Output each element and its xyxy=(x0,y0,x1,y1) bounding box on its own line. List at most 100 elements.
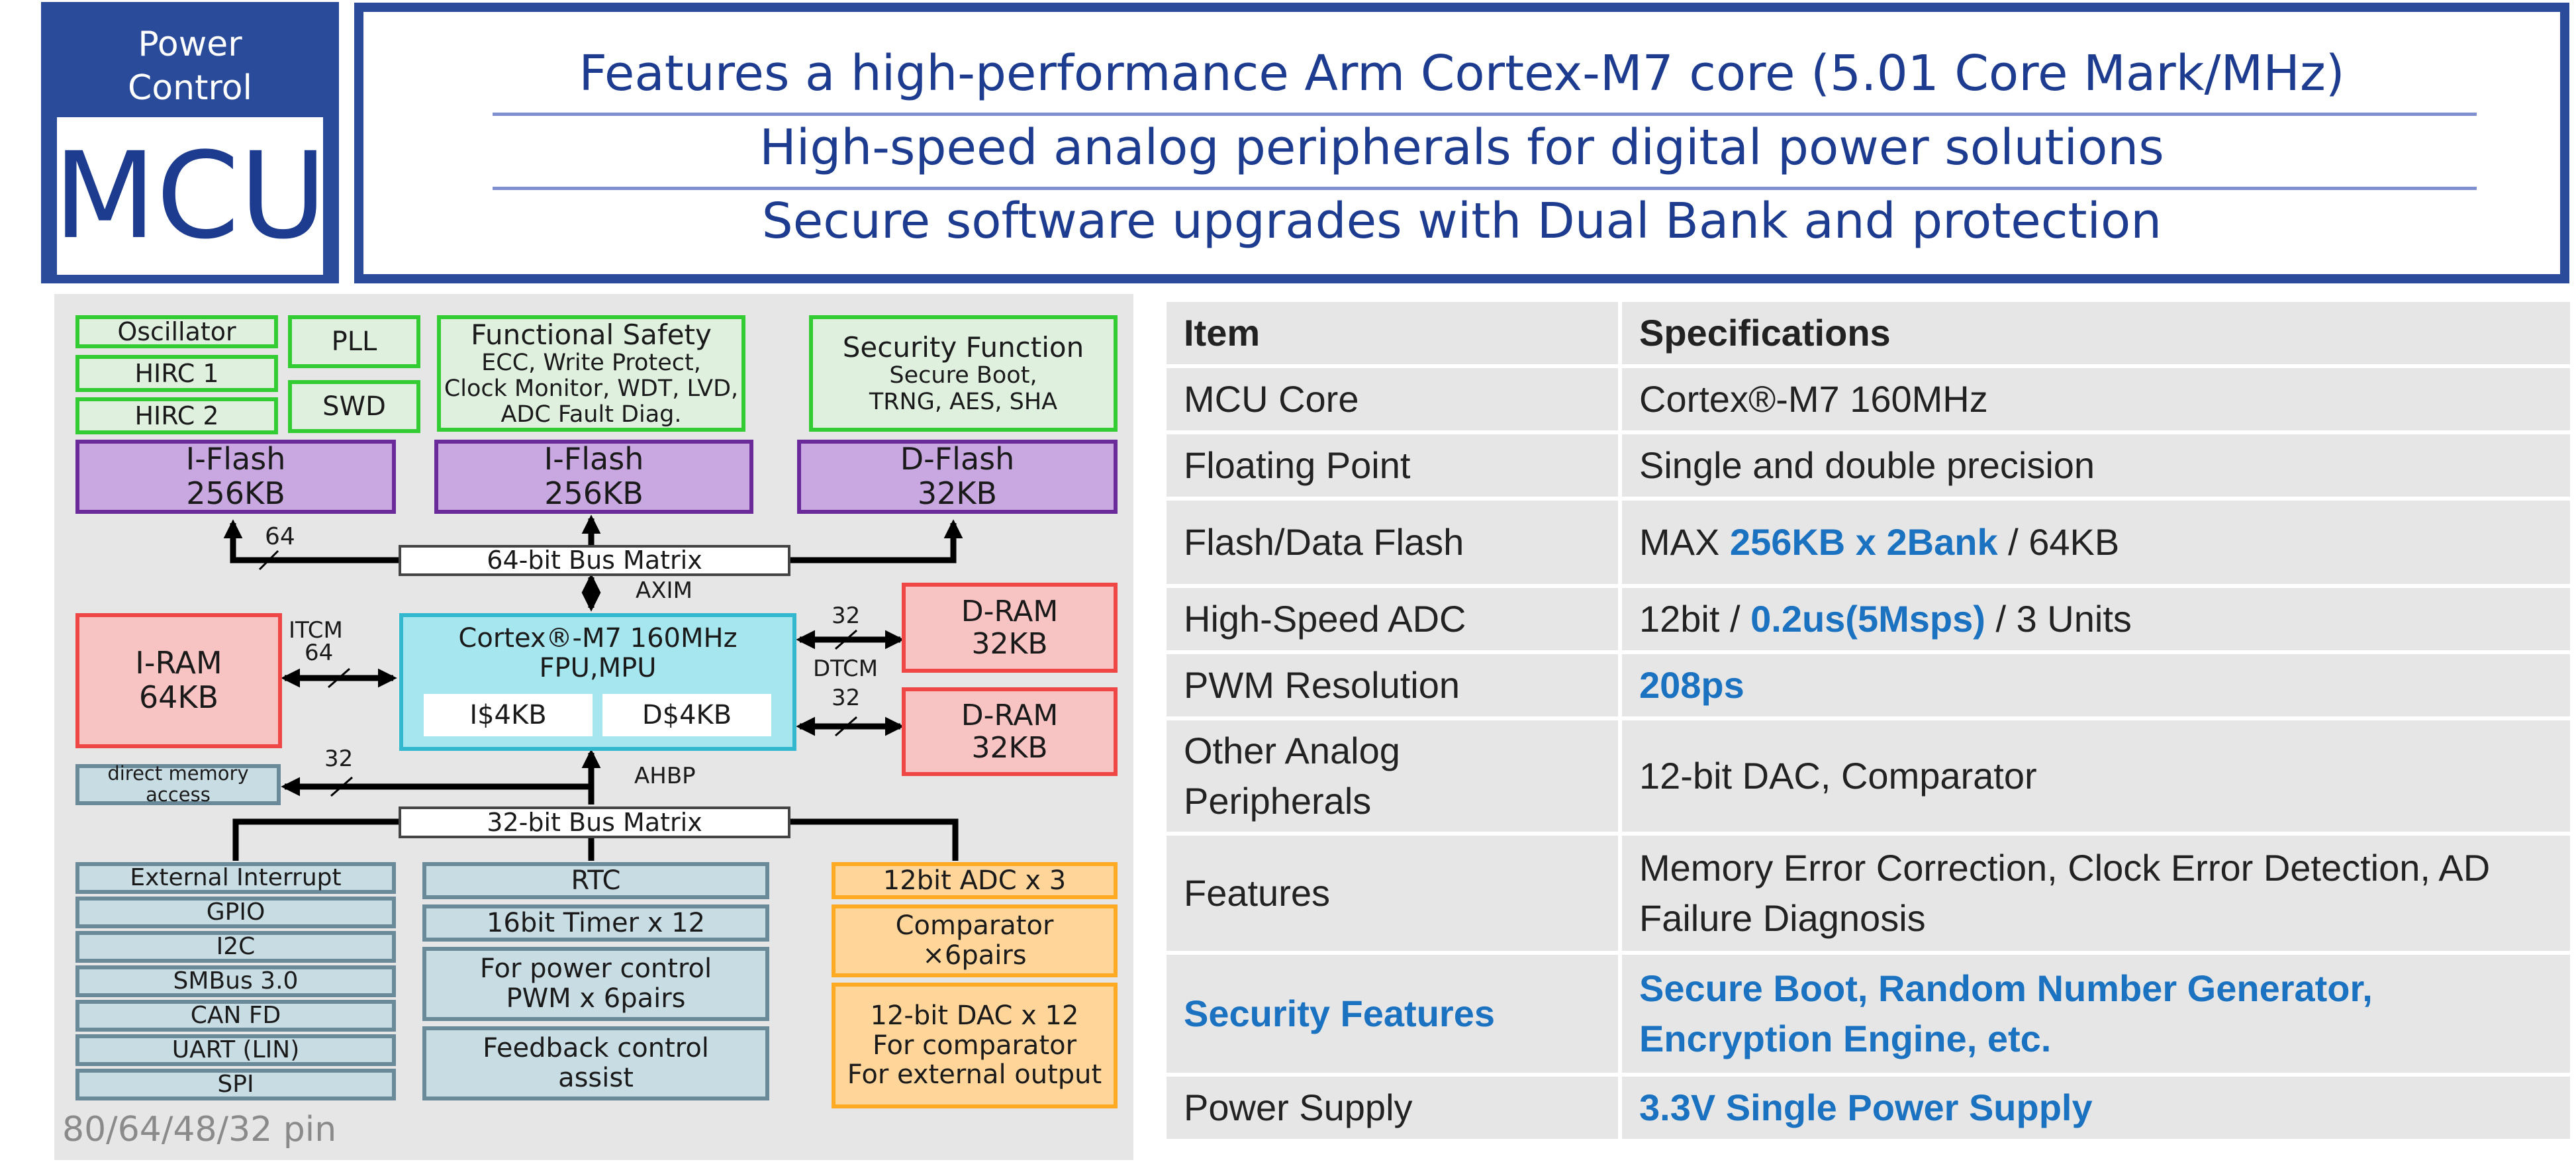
table-row: Power Supply 3.3V Single Power Supply xyxy=(1167,1077,2570,1139)
i-flash-1-label: I-Flash xyxy=(185,441,286,477)
dma-line-1: direct memory xyxy=(107,762,249,785)
i-flash-2-size: 256KB xyxy=(544,475,644,511)
periph-i2c: I2C xyxy=(75,931,396,963)
row-item: Features xyxy=(1184,872,1330,914)
spec-highlight: 0.2us(5Msps) xyxy=(1750,598,1985,640)
label-64-width: 64 xyxy=(265,523,295,550)
row-spec-line-1: Secure Boot, Random Number Generator, xyxy=(1639,967,2373,1010)
spec-part: MAX xyxy=(1639,521,1730,563)
row-item: Flash/Data Flash xyxy=(1184,521,1464,563)
spec-highlight: 256KB x 2Bank xyxy=(1729,521,1998,563)
feature-box: Features a high-performance Arm Cortex-M… xyxy=(354,3,2569,283)
security-function-line-2: TRNG, AES, SHA xyxy=(869,388,1058,415)
i-ram-label: I-RAM xyxy=(135,645,222,681)
i-flash-2-label: I-Flash xyxy=(544,441,644,477)
table-row: Floating Point Single and double precisi… xyxy=(1167,434,2570,497)
mcu-badge: Power Control MCU xyxy=(41,2,339,283)
comparator-line-1: Comparator xyxy=(895,910,1054,942)
functional-safety-line-3: ADC Fault Diag. xyxy=(501,401,682,428)
spec-part: / 64KB xyxy=(1997,521,2120,563)
pll-block: PLL xyxy=(288,315,420,368)
row-spec: 3.3V Single Power Supply xyxy=(1618,1077,2570,1139)
label-itcm: ITCM xyxy=(289,617,343,644)
periph-16bit-timer: 16bit Timer x 12 xyxy=(422,904,769,942)
feature-line-1: Features a high-performance Arm Cortex-M… xyxy=(579,45,2345,102)
table-row: High-Speed ADC 12bit / 0.2us(5Msps) / 3 … xyxy=(1167,588,2570,650)
d-ram-1-size: 32KB xyxy=(971,627,1048,661)
feature-divider-1 xyxy=(493,113,2477,116)
row-spec: Secure Boot, Random Number Generator, En… xyxy=(1618,955,2570,1073)
d-cache-block: D$4KB xyxy=(602,694,771,736)
row-item: Security Features xyxy=(1184,993,1495,1035)
badge-line-control: Control xyxy=(128,68,252,108)
periph-uart-lin: UART (LIN) xyxy=(75,1034,396,1066)
periph-can-fd: CAN FD xyxy=(75,1000,396,1032)
spec-table: Item Specifications MCU Core Cortex®-M7 … xyxy=(1167,302,2576,1161)
label-itcm-width: 64 xyxy=(305,640,334,666)
d-ram-2-size: 32KB xyxy=(971,731,1048,765)
row-spec-line-2: Encryption Engine, etc. xyxy=(1639,1018,2052,1059)
row-item-line-1: Other Analog xyxy=(1184,730,1400,772)
i-flash-block-1: I-Flash 256KB xyxy=(75,440,396,514)
pwm-line-2: PWM x 6pairs xyxy=(506,983,686,1014)
functional-safety-line-1: ECC, Write Protect, xyxy=(481,349,701,376)
row-spec: Single and double precision xyxy=(1618,434,2570,497)
periph-12bit-adc: 12bit ADC x 3 xyxy=(832,862,1118,899)
row-spec-line-2: Failure Diagnosis xyxy=(1639,897,1926,939)
periph-feedback-control: Feedback control assist xyxy=(422,1026,769,1100)
feature-line-2: High-speed analog peripherals for digita… xyxy=(759,119,2164,176)
periph-power-control-pwm: For power control PWM x 6pairs xyxy=(422,947,769,1021)
periph-spi: SPI xyxy=(75,1069,396,1100)
functional-safety-title: Functional Safety xyxy=(471,318,712,351)
label-dtcm-width-1: 32 xyxy=(832,603,861,629)
row-item-line-2: Peripherals xyxy=(1184,780,1372,822)
spec-part: 12bit / xyxy=(1639,598,1751,640)
feature-line-3: Secure software upgrades with Dual Bank … xyxy=(761,193,2162,250)
swd-block: SWD xyxy=(288,380,420,433)
row-spec: 208ps xyxy=(1618,654,2570,716)
d-ram-2-label: D-RAM xyxy=(961,698,1059,732)
header-item: Item xyxy=(1184,312,1261,354)
periph-rtc: RTC xyxy=(422,862,769,899)
i-flash-1-size: 256KB xyxy=(186,475,285,511)
row-spec: 12-bit DAC, Comparator xyxy=(1618,720,2570,832)
row-item: Power Supply xyxy=(1184,1087,1413,1129)
row-item: Other Analog Peripherals xyxy=(1167,720,1614,832)
periph-12bit-dac: 12-bit DAC x 12 For comparator For exter… xyxy=(832,983,1118,1108)
row-item: MCU Core xyxy=(1184,378,1359,420)
table-row: MCU Core Cortex®-M7 160MHz xyxy=(1167,368,2570,430)
row-spec-line-1: Memory Error Correction, Clock Error Det… xyxy=(1639,847,2491,889)
security-function-title: Security Function xyxy=(842,331,1084,364)
table-row: Features Memory Error Correction, Clock … xyxy=(1167,836,2570,951)
core-fpu-mpu: FPU,MPU xyxy=(539,652,657,683)
header-specifications: Specifications xyxy=(1618,302,2570,364)
row-spec: Memory Error Correction, Clock Error Det… xyxy=(1618,836,2570,951)
row-spec: 12bit / 0.2us(5Msps) / 3 Units xyxy=(1618,588,2570,650)
table-row: PWM Resolution 208ps xyxy=(1167,654,2570,716)
label-dtcm-width-2: 32 xyxy=(832,685,861,711)
d-ram-1-label: D-RAM xyxy=(961,594,1059,628)
comparator-line-2: ×6pairs xyxy=(922,940,1027,971)
hirc1-block: HIRC 1 xyxy=(75,355,278,392)
d-ram-block-2: D-RAM 32KB xyxy=(902,687,1118,776)
oscillator-block: Oscillator xyxy=(75,315,278,348)
dac-line-1: 12-bit DAC x 12 xyxy=(870,1000,1079,1031)
periph-external-interrupt: External Interrupt xyxy=(75,862,396,894)
security-function-block: Security Function Secure Boot, TRNG, AES… xyxy=(809,315,1118,432)
dac-line-3: For external output xyxy=(847,1059,1102,1091)
badge-mcu-text: MCU xyxy=(54,117,326,275)
row-item: High-Speed ADC xyxy=(1184,598,1466,640)
feedback-line-1: Feedback control xyxy=(483,1033,709,1064)
label-dma-width: 32 xyxy=(324,746,354,772)
bus-matrix-64bit: 64-bit Bus Matrix xyxy=(399,545,790,576)
security-function-line-1: Secure Boot, xyxy=(889,362,1037,389)
d-flash-size: 32KB xyxy=(917,475,998,511)
i-cache-block: I$4KB xyxy=(424,694,593,736)
table-row: Other Analog Peripherals 12-bit DAC, Com… xyxy=(1167,720,2570,832)
i-ram-block: I-RAM 64KB xyxy=(75,613,282,748)
i-flash-block-2: I-Flash 256KB xyxy=(434,440,753,514)
pwm-line-1: For power control xyxy=(479,953,712,985)
i-ram-size: 64KB xyxy=(138,679,219,715)
table-header-row: Item Specifications xyxy=(1167,302,2570,364)
